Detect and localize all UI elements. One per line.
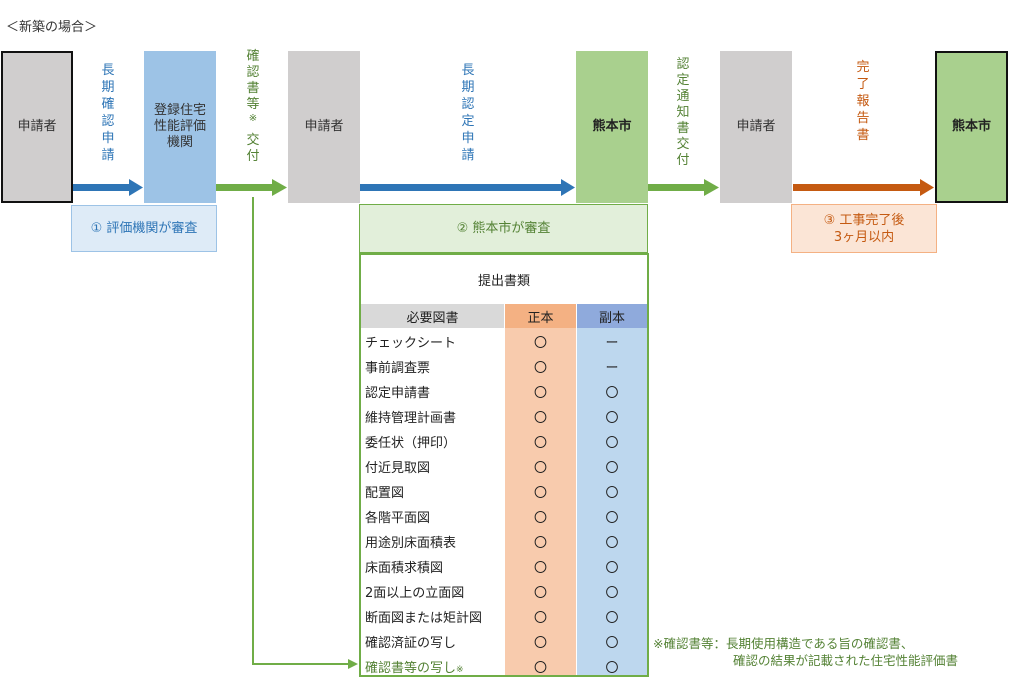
footnote-line-1: ※確認書等：長期使用構造である旨の確認書、 bbox=[653, 636, 914, 651]
arrow-to-applicant-3 bbox=[648, 179, 719, 196]
table-row-copy: 〇 bbox=[605, 461, 619, 476]
city-label-1: 熊本市 bbox=[592, 119, 632, 134]
header-name: 必要図書 bbox=[361, 304, 504, 328]
applicant-label-2: 申請者 bbox=[304, 119, 344, 134]
table-row-copy: 〇 bbox=[605, 511, 619, 526]
page-heading: ＜新築の場合＞ bbox=[6, 20, 98, 35]
evaluator-line-1: 登録住宅 bbox=[153, 103, 206, 118]
step3-line-2: 3ヶ月以内 bbox=[833, 229, 895, 245]
table-row-original: 〇 bbox=[533, 361, 547, 376]
table-row-copy: 〇 bbox=[605, 436, 619, 451]
evaluator-line-2: 性能評価 bbox=[153, 119, 206, 134]
table-row-name: 事前調査票 bbox=[365, 361, 431, 376]
arrow-to-city-2 bbox=[793, 179, 934, 196]
arrow-to-applicant-2 bbox=[216, 179, 287, 196]
table-row-name: 2面以上の立面図 bbox=[365, 586, 465, 601]
label-certification-notice: 認定通知書交付 bbox=[676, 57, 690, 168]
table-row-copy: 〇 bbox=[605, 561, 619, 576]
arrow-to-evaluator bbox=[73, 179, 143, 196]
table-row-original: 〇 bbox=[533, 461, 547, 476]
applicant-label-3: 申請者 bbox=[736, 119, 776, 134]
applicant-box-1: 申請者 bbox=[1, 51, 73, 203]
label-completion-report: 完了報告書 bbox=[856, 60, 870, 143]
arrow-to-city bbox=[360, 179, 575, 196]
applicant-label-1: 申請者 bbox=[17, 119, 57, 134]
table-row-name: 確認書等の写し※ bbox=[365, 661, 464, 676]
step3-line-1: ③ 工事完了後 bbox=[823, 212, 905, 228]
table-row-name: 各階平面図 bbox=[365, 511, 431, 526]
table-row-name: 付近見取図 bbox=[365, 461, 431, 476]
table-row-original: 〇 bbox=[533, 661, 547, 676]
city-label-2: 熊本市 bbox=[951, 119, 991, 134]
table-row-copy: 〇 bbox=[605, 486, 619, 501]
header-copy: 副本 bbox=[577, 304, 647, 328]
table-row-name: 断面図または矩計図 bbox=[365, 611, 483, 626]
table-row-original: 〇 bbox=[533, 586, 547, 601]
applicant-box-2: 申請者 bbox=[288, 51, 360, 203]
step1-note: ① 評価機関が審査 bbox=[71, 205, 217, 252]
header-original: 正本 bbox=[505, 304, 576, 328]
applicant-box-3: 申請者 bbox=[720, 51, 792, 203]
table-row-original: 〇 bbox=[533, 536, 547, 551]
table-row-original: 〇 bbox=[533, 611, 547, 626]
step2-note: ② 熊本市が審査 bbox=[359, 204, 648, 253]
evaluator-line-3: 機関 bbox=[166, 135, 193, 150]
original-column-bg bbox=[505, 328, 576, 675]
table-row-name: 委任状（押印） bbox=[365, 436, 457, 451]
evaluator-box: 登録住宅 性能評価 機関 bbox=[144, 51, 216, 203]
connector-to-table bbox=[252, 197, 358, 669]
table-row-name: 配置図 bbox=[365, 486, 405, 501]
city-box-1: 熊本市 bbox=[576, 51, 648, 203]
table-row-original: 〇 bbox=[533, 411, 547, 426]
table-row-original: 〇 bbox=[533, 636, 547, 651]
city-box-2: 熊本市 bbox=[935, 51, 1008, 203]
label-confirmation-delivery: 確認書等※交付 bbox=[246, 49, 260, 164]
table-row-copy: 〇 bbox=[605, 536, 619, 551]
label-long-certification-application: 長期認定申請 bbox=[461, 63, 475, 163]
table-row-name: 認定申請書 bbox=[365, 386, 431, 401]
table-row-copy: 〇 bbox=[605, 611, 619, 626]
table-title: 提出書類 bbox=[477, 274, 530, 289]
table-row-original: 〇 bbox=[533, 561, 547, 576]
table-row-original: 〇 bbox=[533, 511, 547, 526]
table-row-original: 〇 bbox=[533, 386, 547, 401]
table-row-name: チェックシート bbox=[365, 336, 457, 351]
footnote-line-2: 確認の結果が記載された住宅性能評価書 bbox=[733, 653, 959, 668]
copy-column-bg bbox=[577, 328, 647, 675]
table-row-original: 〇 bbox=[533, 436, 547, 451]
table-row-original: 〇 bbox=[533, 336, 547, 351]
table-row-copy: 〇 bbox=[605, 636, 619, 651]
table-row-name: 維持管理計画書 bbox=[365, 411, 457, 426]
step3-note: ③ 工事完了後 3ヶ月以内 bbox=[791, 204, 937, 253]
table-row-copy: 〇 bbox=[605, 411, 619, 426]
label-long-confirm-application: 長期確認申請 bbox=[101, 63, 115, 163]
table-row-copy: 〇 bbox=[605, 386, 619, 401]
table-row-original: 〇 bbox=[533, 486, 547, 501]
table-row-copy: ー bbox=[605, 361, 619, 376]
table-row-name: 床面積求積図 bbox=[365, 561, 444, 576]
table-row-copy: ー bbox=[605, 336, 619, 351]
table-row-name: 用途別床面積表 bbox=[365, 536, 457, 551]
table-row-copy: 〇 bbox=[605, 586, 619, 601]
table-row-name: 確認済証の写し bbox=[365, 636, 457, 651]
table-row-copy: 〇 bbox=[605, 661, 619, 676]
